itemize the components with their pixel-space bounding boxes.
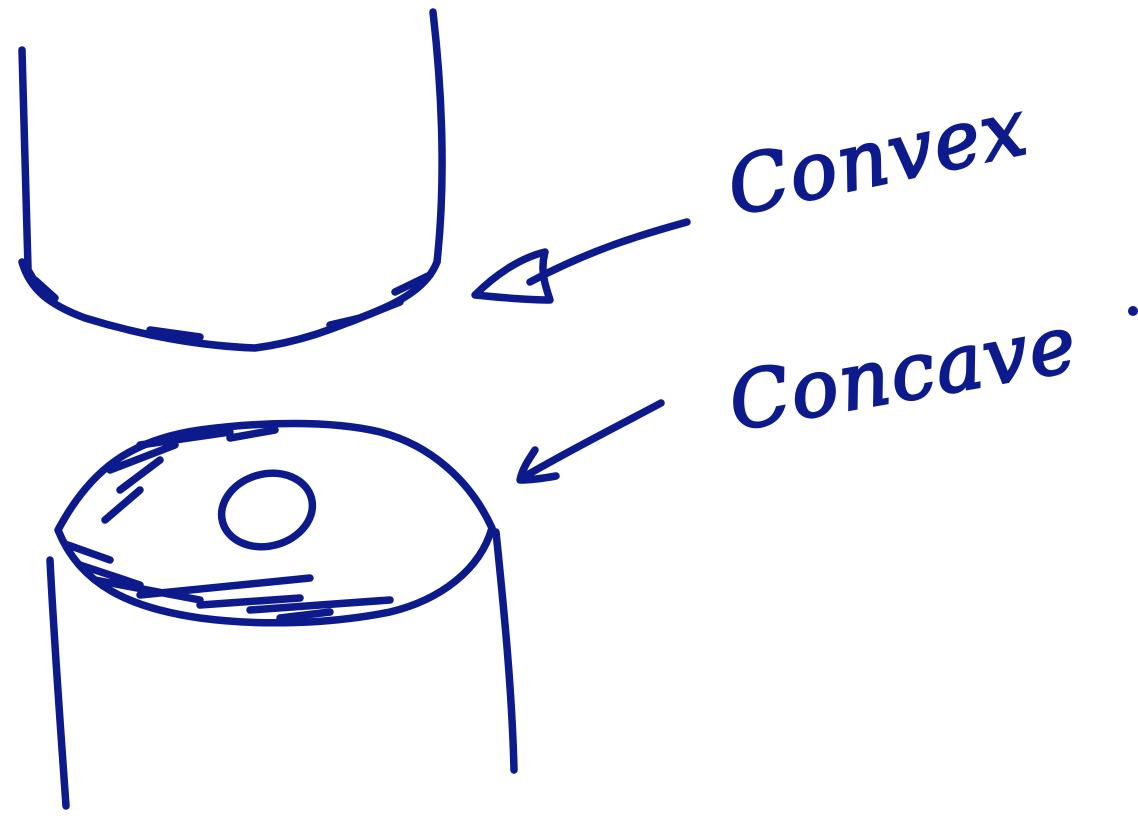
convex-object-left-side bbox=[18, 46, 32, 272]
convex-arrow-shaft bbox=[526, 218, 691, 286]
convex-object-right-side bbox=[429, 8, 446, 266]
label-convex: Convex bbox=[720, 83, 1035, 234]
label-concave: Concave bbox=[723, 299, 1085, 449]
concave-arrow-shaft bbox=[518, 399, 665, 482]
convex-object-shading bbox=[21, 261, 434, 341]
concave-object-center-oval bbox=[217, 469, 317, 551]
pen-dot bbox=[1128, 306, 1138, 316]
concave-object-right-side bbox=[492, 528, 518, 774]
convex-arrow bbox=[471, 218, 691, 304]
convex-arrow-head bbox=[471, 248, 554, 304]
concave-object-shading bbox=[64, 426, 394, 622]
concave-arrow bbox=[516, 399, 665, 484]
convex-object bbox=[18, 8, 446, 352]
concave-arrow-head bbox=[516, 446, 560, 484]
concave-object bbox=[46, 419, 518, 810]
convex-object-bottom-curve bbox=[18, 258, 441, 352]
concave-object-left-side bbox=[46, 556, 70, 810]
concave-object-rim bbox=[54, 419, 496, 627]
